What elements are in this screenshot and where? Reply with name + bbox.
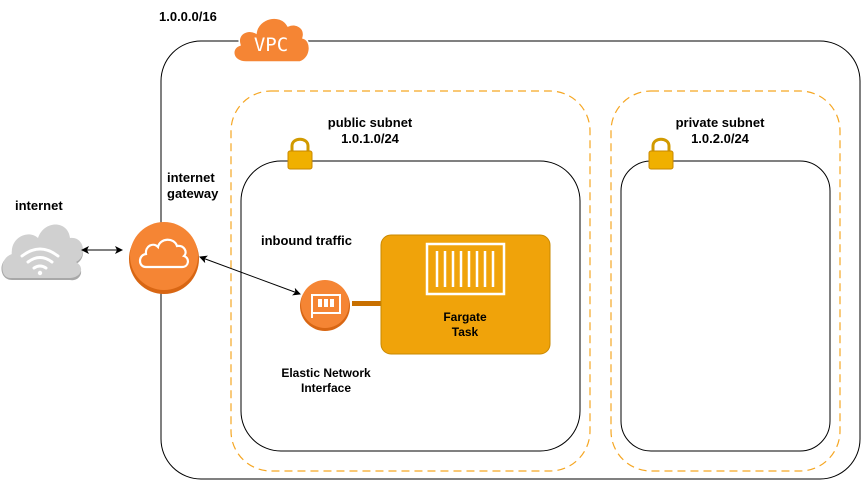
private-subnet-label: private subnet 1.0.2.0/24 [660, 115, 780, 147]
inbound-traffic-label: inbound traffic [261, 233, 352, 248]
internet-gateway-label: internet gateway [167, 170, 218, 202]
public-subnet-cidr: 1.0.1.0/24 [341, 131, 399, 146]
internet-label: internet [15, 198, 63, 213]
public-subnet-inner [240, 160, 581, 452]
private-subnet-inner [620, 160, 831, 452]
internet-gateway-icon [129, 222, 199, 294]
eni-label-line2: Interface [300, 381, 352, 395]
lock-icon [287, 137, 313, 170]
internet-gateway-label-line1: internet [167, 170, 215, 185]
vpc-cloud-icon [233, 17, 311, 63]
eni-fargate-connector [352, 301, 381, 306]
public-subnet-name: public subnet [327, 115, 413, 130]
eni-label-line1: Elastic Network [281, 366, 371, 380]
fargate-task-label-line2: Task [451, 325, 479, 339]
vpc-badge-label: VPC [253, 34, 289, 56]
private-subnet-boundary [610, 90, 841, 472]
container-icon [425, 242, 506, 296]
lock-icon [648, 137, 674, 170]
internet-cloud-icon [1, 224, 84, 281]
internet-gateway-label-line2: gateway [167, 186, 219, 201]
eni-icon [300, 280, 350, 331]
public-subnet-label: public subnet 1.0.1.0/24 [310, 115, 430, 147]
private-subnet-name: private subnet [675, 115, 765, 130]
private-subnet-cidr: 1.0.2.0/24 [691, 131, 749, 146]
vpc-cidr-label: 1.0.0.0/16 [159, 9, 217, 24]
fargate-task-label: Fargate Task [415, 310, 515, 340]
eni-label: Elastic Network Interface [271, 366, 381, 396]
fargate-task-label-line1: Fargate [443, 310, 487, 324]
gateway-eni-link [199, 255, 301, 296]
